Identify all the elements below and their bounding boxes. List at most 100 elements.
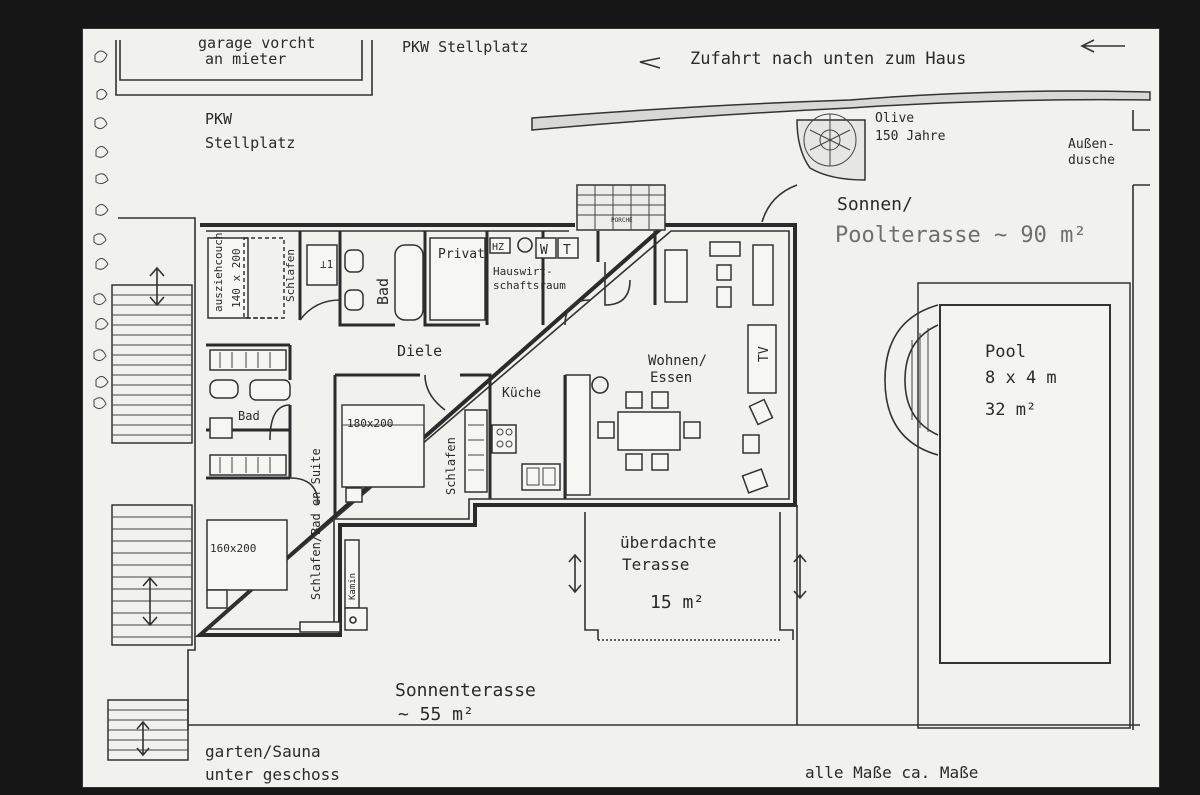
hauswirtschaft-label-2: schaftsraum: [493, 279, 566, 292]
olive-label-1: Olive: [875, 111, 914, 126]
armchair: [709, 241, 741, 257]
terrace-curve: [761, 184, 798, 223]
utility-room: HZ W T Hauswirt- schaftsraum: [489, 237, 591, 326]
bathtub-icon: [394, 244, 424, 321]
wardrobe-mark: ⊥1: [320, 258, 333, 271]
bad-1-label: Bad: [374, 278, 392, 305]
updown-arrow-icon: [136, 720, 150, 757]
pool-area-label: 32 m²: [985, 400, 1036, 420]
toilet-icon: [209, 379, 239, 399]
updown-arrow-icon: [142, 576, 158, 627]
shower-outline: [1132, 110, 1150, 131]
pool-size-label: 8 x 4 m: [985, 368, 1057, 388]
sonnenterasse-label: Sonnenterasse: [395, 680, 536, 701]
staircase-middle: [111, 504, 193, 646]
staircase-lower: [107, 699, 189, 761]
pool-label: Pool: [985, 342, 1026, 362]
tv-label: TV: [757, 346, 772, 362]
bathroom-1: Bad: [344, 244, 424, 321]
sonnenterasse-area: ~ 55 m²: [398, 704, 474, 725]
garten-label-1: garten/Sauna: [205, 742, 321, 761]
door-arc: [269, 404, 291, 441]
fireplace: Kamin: [344, 539, 368, 631]
sink-icon: [249, 379, 291, 401]
pool: Pool 8 x 4 m 32 m²: [884, 282, 1131, 729]
zufahrt-label: Zufahrt nach unten zum Haus: [690, 49, 966, 69]
sofa-1: [664, 249, 688, 303]
covered-terrace: überdachte Terasse 15 m²: [584, 512, 794, 641]
updown-arrow-icon: [149, 266, 165, 307]
bed-160: [206, 519, 288, 591]
garage-label-2: an mieter: [205, 50, 286, 68]
bedroom-2: 180x200 Schlafen: [341, 374, 488, 503]
bed-160-label: 160x200: [210, 542, 256, 555]
arrow-left-icon: [1080, 39, 1125, 53]
sink-icon: [344, 289, 364, 311]
door-arc: [289, 477, 319, 506]
garten-label-2: unter geschoss: [205, 765, 340, 784]
staircase-upper: [111, 284, 193, 444]
privat-label: Privat: [438, 247, 485, 262]
door-arc: [564, 299, 591, 326]
poolterasse-label: Poolterasse ~ 90 m²: [835, 223, 1087, 248]
side-table: [716, 264, 732, 281]
privat-room: Privat: [429, 237, 486, 321]
porch: PORCHE: [576, 184, 666, 231]
sofa-2: [752, 244, 774, 306]
living-area: TV Wohnen/ Essen: [591, 241, 777, 494]
dining-table: [617, 411, 681, 451]
arrow-left-icon: [639, 57, 661, 69]
door-arc: [424, 374, 446, 411]
pkw-stellplatz-top: PKW Stellplatz: [402, 38, 528, 56]
ueberdachte-label-1: überdachte: [620, 533, 716, 552]
ausziehcouch-label: ausziehcouch: [212, 233, 225, 312]
armchair-2: [716, 286, 732, 308]
entry-door: [604, 262, 631, 306]
kitchen: Küche: [491, 374, 591, 496]
aussendusche-label-2: dusche: [1068, 153, 1115, 168]
pkw-left-label-1: PKW: [205, 110, 233, 128]
toilet-icon: [344, 249, 364, 273]
sonnen-label: Sonnen/: [837, 194, 913, 215]
garage-outline: [115, 40, 373, 96]
washer-label: W: [540, 243, 548, 258]
couch-bed: [207, 237, 249, 319]
schlafen-1-label: Schlafen: [284, 249, 297, 302]
diele-label: Diele: [397, 342, 442, 360]
ueberdachte-label-2: Terasse: [622, 555, 689, 574]
updown-arrow-icon: [793, 553, 807, 600]
kueche-label: Küche: [502, 386, 541, 401]
chair: [741, 468, 769, 494]
dryer-label: T: [563, 243, 571, 258]
door-arc: [299, 299, 341, 321]
garage-label-1: garage vorcht: [198, 34, 315, 52]
bed-140-label: 140 x 200: [230, 248, 243, 308]
left-terrace-edge: [118, 217, 196, 730]
bed-180-label: 180x200: [347, 417, 393, 430]
house-walls: [194, 223, 797, 637]
hauswirtschaft-label-1: Hauswirt-: [493, 265, 553, 278]
plant-icon: [591, 376, 609, 394]
wohnen-label-1: Wohnen/: [648, 353, 707, 369]
right-boundary: [1132, 184, 1150, 730]
updown-arrow-icon: [568, 553, 582, 594]
boiler-icon: [517, 237, 533, 253]
bad-2-label: Bad: [238, 409, 260, 423]
wardrobe: [306, 244, 338, 286]
wardrobe-2: [464, 409, 488, 493]
masse-note: alle Maße ca. Maße: [805, 763, 978, 782]
hz-label: HZ: [492, 242, 504, 253]
stove-icon: [491, 424, 517, 454]
shower-icon: [209, 417, 233, 439]
tv-cabinet: [747, 324, 777, 394]
bathroom-2: Bad: [209, 349, 291, 476]
olive-label-2: 150 Jahre: [875, 129, 946, 144]
wohnen-label-2: Essen: [650, 370, 692, 386]
kamin-label: Kamin: [348, 573, 358, 600]
porche-label: PORCHE: [611, 217, 633, 224]
schlafen-2-label: Schlafen: [444, 437, 458, 495]
ueberdachte-area: 15 m²: [650, 592, 704, 613]
chair: [748, 398, 774, 426]
bedroom-3: 160x200 Schlafen/Bad en Suite: [206, 448, 341, 633]
